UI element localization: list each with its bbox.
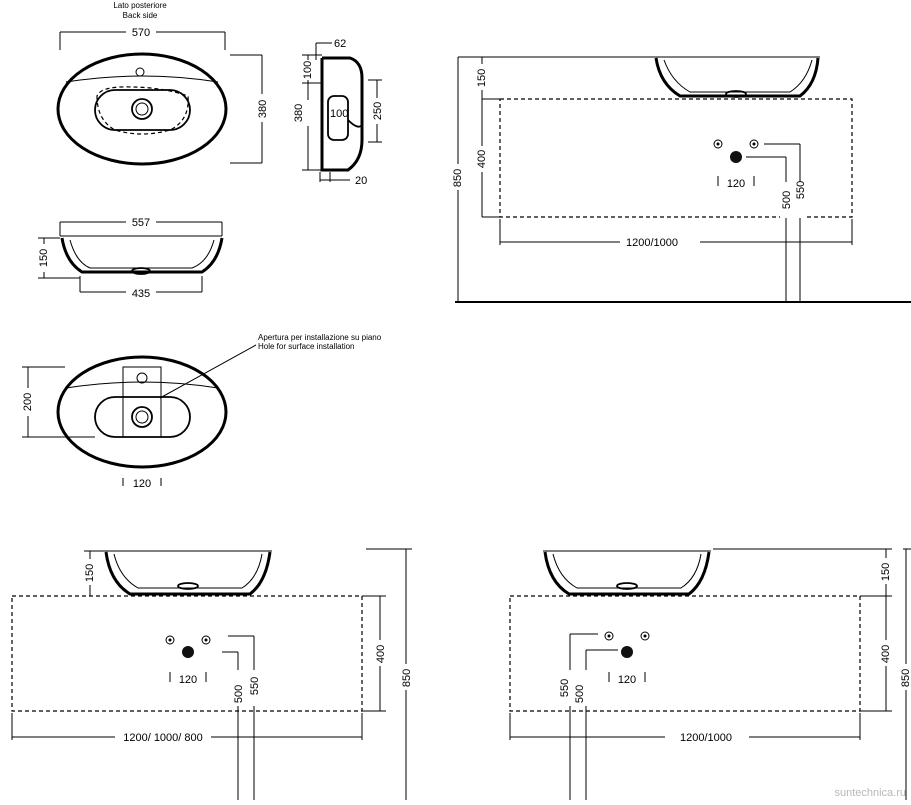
back-side-label-it: Lato posteriore <box>113 1 167 10</box>
side-section-view: 62 100 380 100 250 20 <box>293 38 384 187</box>
side-upper-label: 100 <box>302 61 314 79</box>
front-top-width-label: 557 <box>132 217 150 229</box>
panel-b-tap-left <box>165 635 175 645</box>
front-bowl-inner <box>69 239 215 269</box>
install-height-label: 200 <box>22 393 34 411</box>
panel-a-total-height: 850 <box>452 169 464 187</box>
panel-b-installation: 120 500 550 1200/ 1000/ 800 150 400 850 <box>11 548 413 800</box>
panel-c-basin-inner <box>552 553 702 589</box>
top-view: Lato posteriore Back side 570 380 <box>56 1 269 166</box>
inner-bowl-outline <box>96 86 189 135</box>
front-bottom-width-label: 435 <box>132 288 150 300</box>
panel-c-total-height: 850 <box>900 669 911 687</box>
panel-c-cabinet <box>509 595 861 712</box>
panel-c-drain-h1: 500 <box>574 685 586 703</box>
panel-a-drain <box>725 90 747 98</box>
front-drain <box>131 267 151 275</box>
panel-b-cabinet-width: 1200/ 1000/ 800 <box>123 732 203 744</box>
install-width-label: 120 <box>133 478 151 490</box>
panel-b-drain <box>177 582 199 590</box>
panel-a-tap-spacing: 120 <box>727 178 745 190</box>
drain-outer <box>131 98 153 120</box>
install-inner-bowl <box>94 396 191 438</box>
side-right-label: 250 <box>372 102 384 120</box>
basin-outline-install <box>56 355 228 469</box>
section-top <box>322 56 364 92</box>
panel-b-drain-pipe <box>182 646 194 658</box>
panel-c-tap-spacing: 120 <box>618 674 636 686</box>
back-side-label-en: Back side <box>123 11 158 20</box>
inner-bowl <box>94 89 191 131</box>
install-drain-inner <box>135 410 149 424</box>
panel-a-drain-h2: 550 <box>795 181 807 199</box>
panel-c-tap-left <box>604 631 614 641</box>
panel-a-basin-height: 150 <box>476 69 488 87</box>
panel-a-tap-left <box>713 139 723 149</box>
panel-b-basin <box>104 551 272 596</box>
panel-a-cabinet-height: 400 <box>476 150 488 168</box>
panel-a-basin-inner <box>663 59 813 93</box>
panel-c-cabinet-height: 400 <box>880 645 892 663</box>
side-bottom-label: 20 <box>355 175 367 187</box>
front-bowl <box>60 237 224 274</box>
panel-a-cabinet-width: 1200/1000 <box>626 237 678 249</box>
panel-b-total-height: 850 <box>401 669 413 687</box>
panel-c-basin-height: 150 <box>880 563 892 581</box>
install-tap-hole <box>136 372 148 384</box>
panel-c-drain <box>616 582 638 590</box>
section-inner <box>327 95 349 141</box>
panel-a-tap-right <box>749 139 759 149</box>
side-inner-label: 100 <box>330 108 348 120</box>
panel-b-drain-h1: 500 <box>233 685 245 703</box>
panel-b-basin-inner <box>113 553 263 589</box>
top-view-width-label: 570 <box>132 27 150 39</box>
side-top-label: 62 <box>334 38 346 50</box>
section-overflow <box>347 119 363 128</box>
watermark: suntechnica.ru <box>834 787 906 799</box>
panel-c-installation: 120 550 500 1200/1000 150 400 850 <box>509 548 911 800</box>
panel-a-cabinet <box>499 98 853 218</box>
installation-view: Apertura per installazione su piano Hole… <box>20 333 382 490</box>
front-view: 557 435 150 <box>36 215 224 300</box>
hatched-hole-area <box>122 366 162 438</box>
panel-b-cabinet <box>11 595 363 712</box>
basin-rim-line <box>65 75 219 83</box>
hole-label-en: Hole for surface installation <box>258 342 355 351</box>
panel-c-basin <box>543 551 711 596</box>
panel-c-tap-right <box>640 631 650 641</box>
side-total-label: 380 <box>293 104 305 122</box>
panel-b-tap-spacing: 120 <box>179 674 197 686</box>
panel-c-drain-h2: 550 <box>559 679 571 697</box>
panel-a-installation: 120 500 550 1200/1000 850 150 400 <box>450 56 911 303</box>
front-height-label: 150 <box>38 249 50 267</box>
panel-c-drain-pipe <box>621 646 633 658</box>
drain-inner <box>135 102 149 116</box>
panel-a-drain-h1: 500 <box>781 191 793 209</box>
install-rim-line <box>65 381 219 389</box>
panel-b-tap-right <box>201 635 211 645</box>
panel-b-drain-h2: 550 <box>249 677 261 695</box>
panel-c-cabinet-width: 1200/1000 <box>680 732 732 744</box>
install-drain-outer <box>131 406 153 428</box>
basin-outline-top <box>56 52 228 166</box>
panel-a-drain-pipe <box>730 151 742 163</box>
tap-hole <box>135 67 145 77</box>
top-view-height-label: 380 <box>257 100 269 118</box>
hole-label-it: Apertura per installazione su piano <box>258 333 382 342</box>
section-body <box>320 58 364 172</box>
panel-b-cabinet-height: 400 <box>375 645 387 663</box>
panel-b-basin-height: 150 <box>84 564 96 582</box>
